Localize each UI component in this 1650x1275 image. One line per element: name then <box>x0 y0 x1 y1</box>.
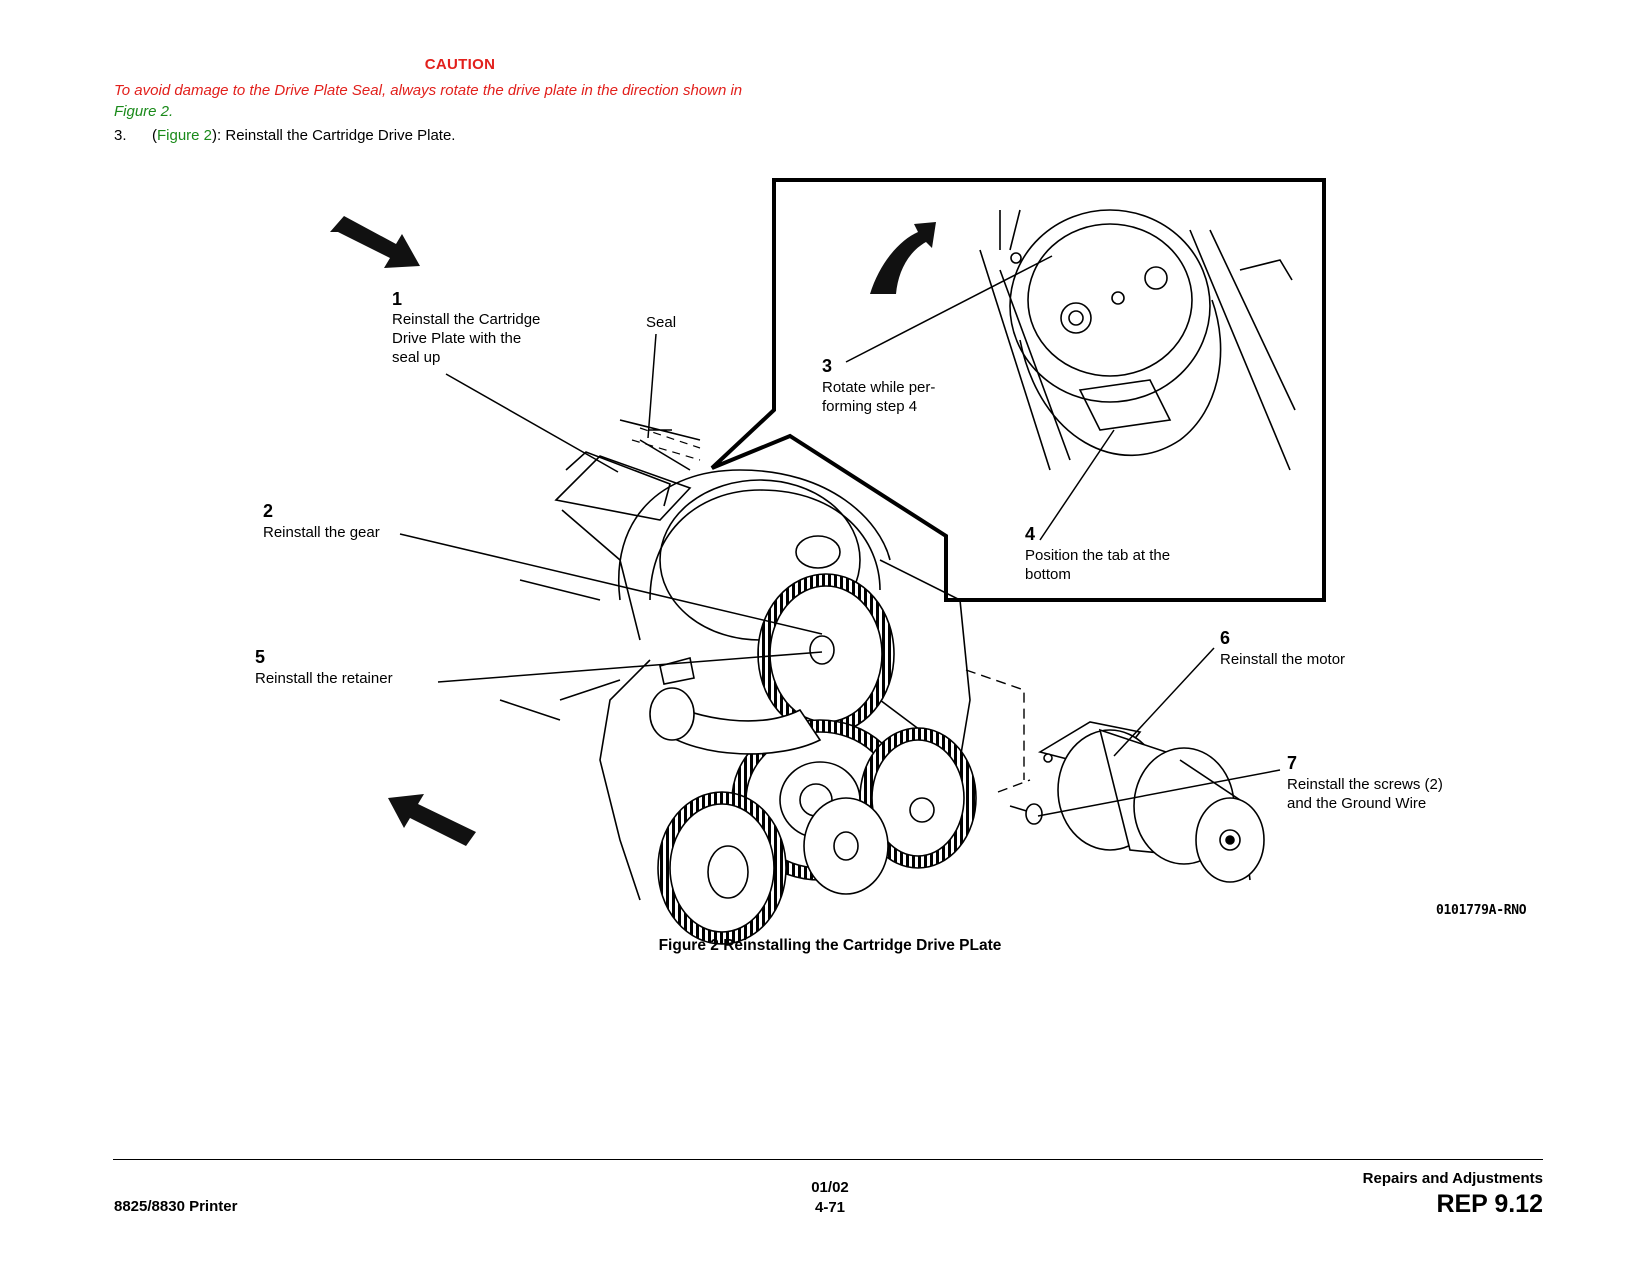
screw-icon <box>1009 803 1043 825</box>
leader-4 <box>1039 429 1115 541</box>
step-figure-link[interactable]: Figure 2 <box>157 127 213 144</box>
direction-arrow-bottom-icon <box>388 794 476 846</box>
callout-6-num: 6 <box>1220 628 1230 648</box>
callout-3-line-1: Rotate while per- <box>822 379 935 396</box>
motor <box>1037 721 1265 883</box>
callout-1-line-3: seal up <box>392 349 440 366</box>
leader-7 <box>1037 769 1281 817</box>
callout-5-num: 5 <box>255 647 265 667</box>
leader-3 <box>845 255 1053 363</box>
drive-housing <box>499 419 971 901</box>
step-number: 3. <box>114 127 127 144</box>
figure-illustration: 1 Reinstall the Cartridge Drive Plate wi… <box>255 178 1443 945</box>
callout-4-line-1: Position the tab at the <box>1025 547 1170 564</box>
leader-5 <box>437 651 823 683</box>
callout-7-line-1: Reinstall the screws (2) <box>1287 776 1443 793</box>
callout-1-line-2: Drive Plate with the <box>392 330 521 347</box>
leader-1 <box>445 373 619 473</box>
callout-1-num: 1 <box>392 289 402 309</box>
callout-6-line-1: Reinstall the motor <box>1220 651 1345 668</box>
caution-figure-link[interactable]: Figure 2. <box>114 103 174 120</box>
footer-product: 8825/8830 Printer <box>114 1198 238 1215</box>
caution-text: To avoid damage to the Drive Plate Seal,… <box>114 80 834 122</box>
step-text: ): Reinstall the Cartridge Drive Plate. <box>212 127 456 144</box>
callout-2-line-1: Reinstall the gear <box>263 524 380 541</box>
upper-gear <box>757 535 895 735</box>
right-gear <box>859 727 977 869</box>
callout-4-num: 4 <box>1025 524 1035 544</box>
figure-reference-code: 0101779A-RNO <box>1436 903 1527 918</box>
callout-3-num: 3 <box>822 356 832 376</box>
retainer <box>649 657 822 755</box>
callout-4-line-2: bottom <box>1025 566 1071 583</box>
small-lower-gear <box>803 797 889 895</box>
step-open-paren: ( <box>152 127 157 144</box>
seal-leader <box>647 333 657 439</box>
callout-1-line-1: Reinstall the Cartridge <box>392 311 540 328</box>
seal-label: Seal <box>646 314 676 331</box>
footer-divider <box>113 1159 1543 1160</box>
figure-caption: Figure 2 Reinstalling the Cartridge Driv… <box>658 937 1002 954</box>
inset-frame <box>710 178 1326 602</box>
footer-page-number: 4-71 <box>814 1199 846 1216</box>
leader-2 <box>399 533 823 635</box>
rotation-arrow-icon <box>870 222 936 294</box>
footer-center: 01/02 4-71 <box>780 1178 880 1218</box>
footer-procedure: REP 9.12 <box>1436 1190 1543 1218</box>
callout-5-line-1: Reinstall the retainer <box>255 670 393 687</box>
step-3: 3. (Figure 2): Reinstall the Cartridge Dr… <box>114 127 455 144</box>
callout-7-line-2: and the Ground Wire <box>1287 795 1426 812</box>
footer-section: Repairs and Adjustments <box>1362 1170 1543 1187</box>
callout-2-num: 2 <box>263 501 273 521</box>
leader-6 <box>1113 647 1215 757</box>
callout-3-line-2: forming step 4 <box>822 398 917 415</box>
caution-text-main: To avoid damage to the Drive Plate Seal,… <box>114 82 743 99</box>
lower-left-gear <box>657 791 787 945</box>
caution-title: CAUTION <box>424 56 496 73</box>
callout-7-num: 7 <box>1287 753 1297 773</box>
footer-date: 01/02 <box>811 1179 849 1196</box>
direction-arrow-top-icon <box>330 216 420 268</box>
